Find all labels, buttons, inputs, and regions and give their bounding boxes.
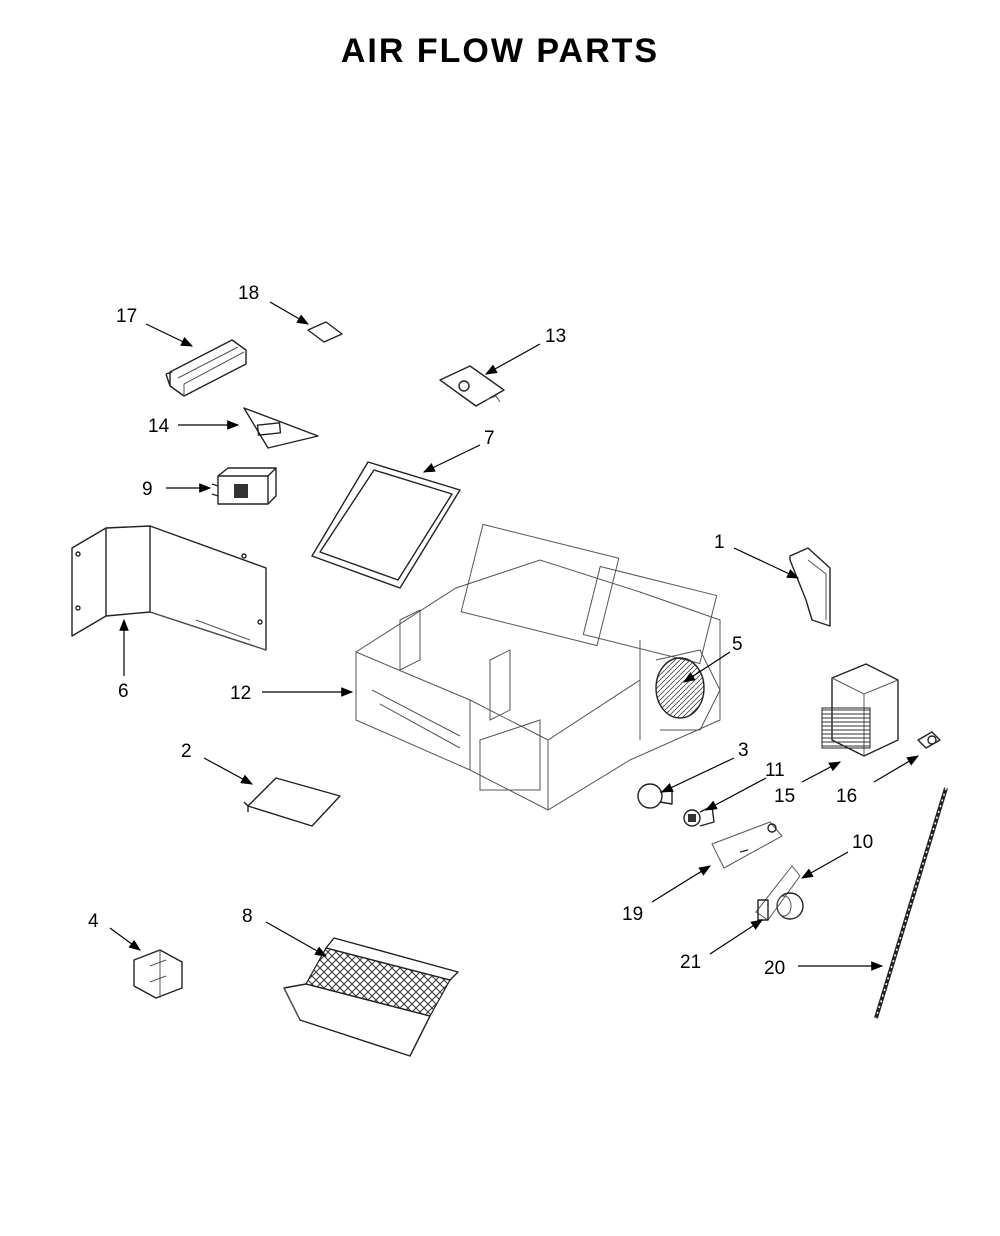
callout-18: 18 <box>238 283 259 304</box>
leader-3 <box>660 757 735 793</box>
part-7-filter-frame <box>311 461 461 589</box>
leader-11 <box>704 777 767 811</box>
callout-3: 3 <box>738 740 749 761</box>
leader-4 <box>109 927 141 951</box>
callout-13: 13 <box>545 326 566 347</box>
part-18-label <box>307 321 343 343</box>
leader-1 <box>733 547 800 579</box>
callout-6: 6 <box>118 681 129 702</box>
part-11-lamp-socket <box>683 805 715 827</box>
page-title: AIR FLOW PARTS <box>340 32 660 70</box>
leader-10 <box>800 851 849 879</box>
callout-9: 9 <box>142 479 153 500</box>
part-1-bracket <box>789 547 831 627</box>
leader-17 <box>145 323 194 347</box>
leader-5 <box>682 651 731 683</box>
leader-18 <box>269 301 310 325</box>
leader-arrows <box>109 301 920 971</box>
part-5-blower-wheel <box>655 649 721 731</box>
leader-15 <box>801 761 842 783</box>
part-2-cover-plate <box>243 777 341 827</box>
part-4-clip <box>133 949 183 999</box>
callout-17: 17 <box>116 306 137 327</box>
callout-19: 19 <box>622 904 643 925</box>
part-19-lamp-bracket <box>711 821 783 869</box>
leader-2 <box>203 757 254 785</box>
leader-19 <box>651 865 712 903</box>
callout-10: 10 <box>852 832 873 853</box>
leader-13 <box>484 343 541 375</box>
callout-7: 7 <box>484 428 495 449</box>
leader-16 <box>873 755 920 783</box>
callout-21: 21 <box>680 952 701 973</box>
callout-4: 4 <box>88 911 99 932</box>
callout-14: 14 <box>148 416 170 437</box>
part-9-damper-assembly <box>211 467 277 505</box>
part-15-transformer <box>821 663 899 757</box>
leader-21 <box>709 919 764 955</box>
part-10-lamp-cover <box>755 865 804 921</box>
callout-labels: 17 18 13 14 9 7 1 6 12 5 3 11 15 16 2 19… <box>88 283 873 979</box>
callout-20: 20 <box>764 958 785 979</box>
callout-11: 11 <box>765 760 785 781</box>
callout-2: 2 <box>181 741 192 762</box>
part-6-air-duct <box>71 525 267 651</box>
part-14-baffle-plate <box>243 407 319 449</box>
part-8-vent-grille <box>283 937 459 1057</box>
callout-15: 15 <box>774 786 795 807</box>
callout-5: 5 <box>732 634 743 655</box>
leader-7 <box>422 444 481 473</box>
leader-8 <box>265 921 328 957</box>
callout-8: 8 <box>242 906 253 927</box>
part-20-support-rod <box>874 787 948 1019</box>
callout-16: 16 <box>836 786 857 807</box>
callout-1: 1 <box>714 532 725 553</box>
part-16-connector <box>917 731 941 749</box>
callout-12: 12 <box>230 683 251 704</box>
part-12-cavity-chassis <box>355 523 721 811</box>
part-13-label-plate <box>439 365 505 407</box>
part-17-duct-cover <box>165 339 247 397</box>
part-3-lamp-bulb <box>637 783 673 809</box>
